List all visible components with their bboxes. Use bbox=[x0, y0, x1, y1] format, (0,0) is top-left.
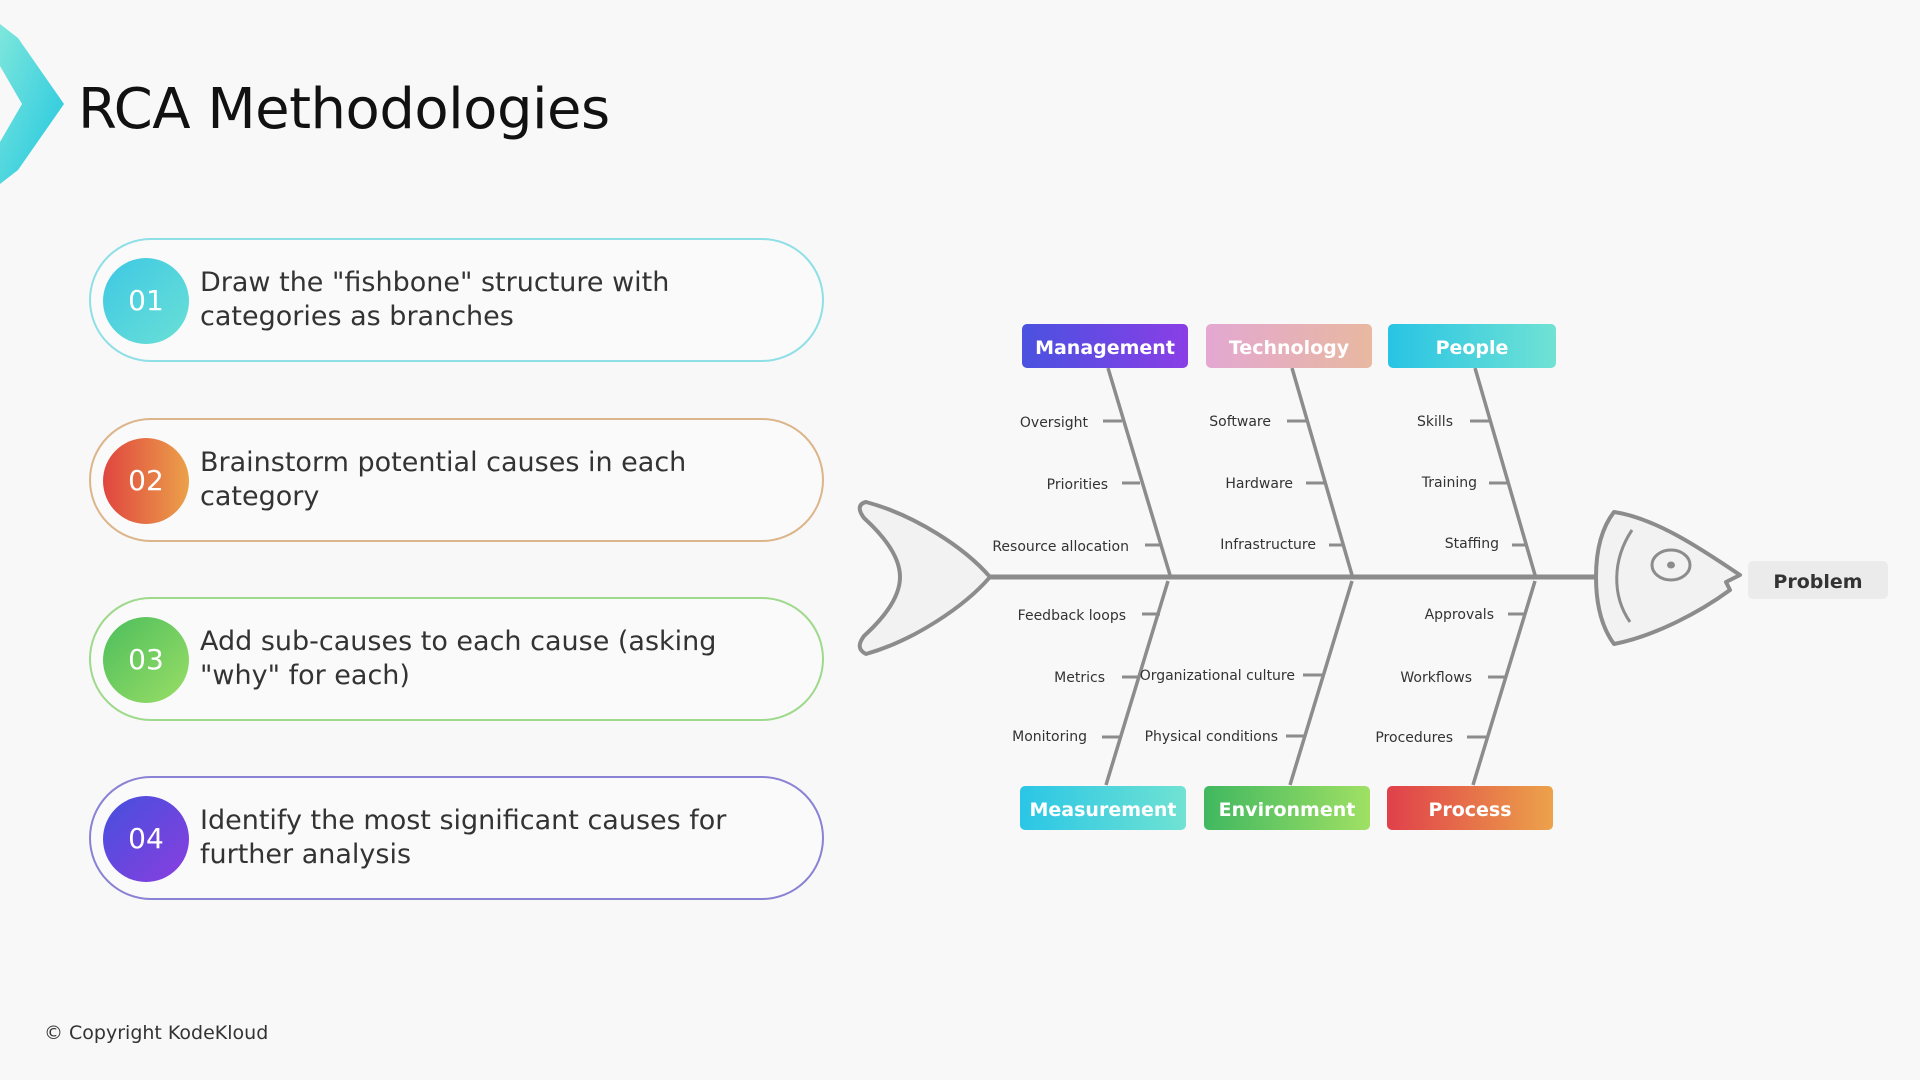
problem-box bbox=[1748, 561, 1888, 599]
people-category-box bbox=[1388, 324, 1556, 368]
copyright-text: © Copyright KodeKloud bbox=[44, 1022, 269, 1044]
process-category-label: Process bbox=[1428, 799, 1511, 821]
step-card-2: 02 Brainstorm potential causes in each c… bbox=[89, 418, 824, 542]
cause-label: Resource allocation bbox=[992, 539, 1129, 555]
step-card-3: 03 Add sub-causes to each cause (asking … bbox=[89, 597, 824, 721]
people-bone bbox=[1473, 367, 1537, 576]
corner-chevron-accent bbox=[0, 24, 64, 184]
cause-label: Workflows bbox=[1400, 670, 1472, 686]
management-category-label: Management bbox=[1035, 337, 1175, 359]
step-card-1: 01 Draw the "fishbone" structure with ca… bbox=[89, 238, 824, 362]
people-category-label: People bbox=[1436, 337, 1509, 359]
process-category-box bbox=[1387, 786, 1553, 830]
cause-label: Approvals bbox=[1425, 607, 1494, 623]
technology-category-label: Technology bbox=[1229, 337, 1350, 359]
step-text: Identify the most significant causes for… bbox=[200, 805, 727, 870]
cause-label: Metrics bbox=[1054, 670, 1105, 686]
step-number-badge: 01 bbox=[103, 258, 189, 344]
page-title: RCA Methodologies bbox=[78, 77, 610, 142]
step-number-badge: 04 bbox=[103, 796, 189, 882]
fish-eye-icon bbox=[1650, 548, 1692, 582]
cause-label: Training bbox=[1421, 475, 1477, 491]
step-text: Add sub-causes to each cause (asking "wh… bbox=[200, 626, 717, 691]
cause-label: Hardware bbox=[1225, 476, 1293, 492]
cause-label: Oversight bbox=[1020, 415, 1089, 431]
step-number-badge: 02 bbox=[103, 438, 189, 524]
cause-label: Feedback loops bbox=[1018, 608, 1126, 624]
cause-label: Procedures bbox=[1375, 730, 1453, 746]
cause-label: Infrastructure bbox=[1220, 537, 1316, 553]
fish-tail-shape bbox=[857, 500, 992, 656]
cause-label: Priorities bbox=[1047, 477, 1108, 493]
fish-head-shape bbox=[1594, 510, 1742, 646]
management-bone bbox=[1106, 367, 1172, 576]
step-text: Draw the "fishbone" structure with categ… bbox=[200, 267, 670, 332]
cause-label: Staffing bbox=[1445, 536, 1499, 552]
step-card-4: 04 Identify the most significant causes … bbox=[89, 776, 824, 900]
cause-label: Skills bbox=[1417, 414, 1453, 430]
management-category-box bbox=[1022, 324, 1188, 368]
cause-label: Software bbox=[1209, 414, 1271, 430]
cause-label: Organizational culture bbox=[1140, 668, 1295, 684]
fish-gill bbox=[1615, 529, 1634, 623]
environment-category-label: Environment bbox=[1219, 799, 1356, 821]
measurement-category-box bbox=[1020, 786, 1186, 830]
environment-category-box bbox=[1204, 786, 1370, 830]
step-text: Brainstorm potential causes in each cate… bbox=[200, 447, 687, 512]
measurement-category-label: Measurement bbox=[1030, 799, 1177, 821]
cause-label: Monitoring bbox=[1012, 729, 1087, 745]
environment-bone bbox=[1288, 580, 1354, 786]
technology-bone bbox=[1290, 367, 1354, 576]
problem-label: Problem bbox=[1773, 571, 1862, 593]
cause-label: Physical conditions bbox=[1145, 729, 1278, 745]
technology-category-box bbox=[1206, 324, 1372, 368]
step-number-badge: 03 bbox=[103, 617, 189, 703]
